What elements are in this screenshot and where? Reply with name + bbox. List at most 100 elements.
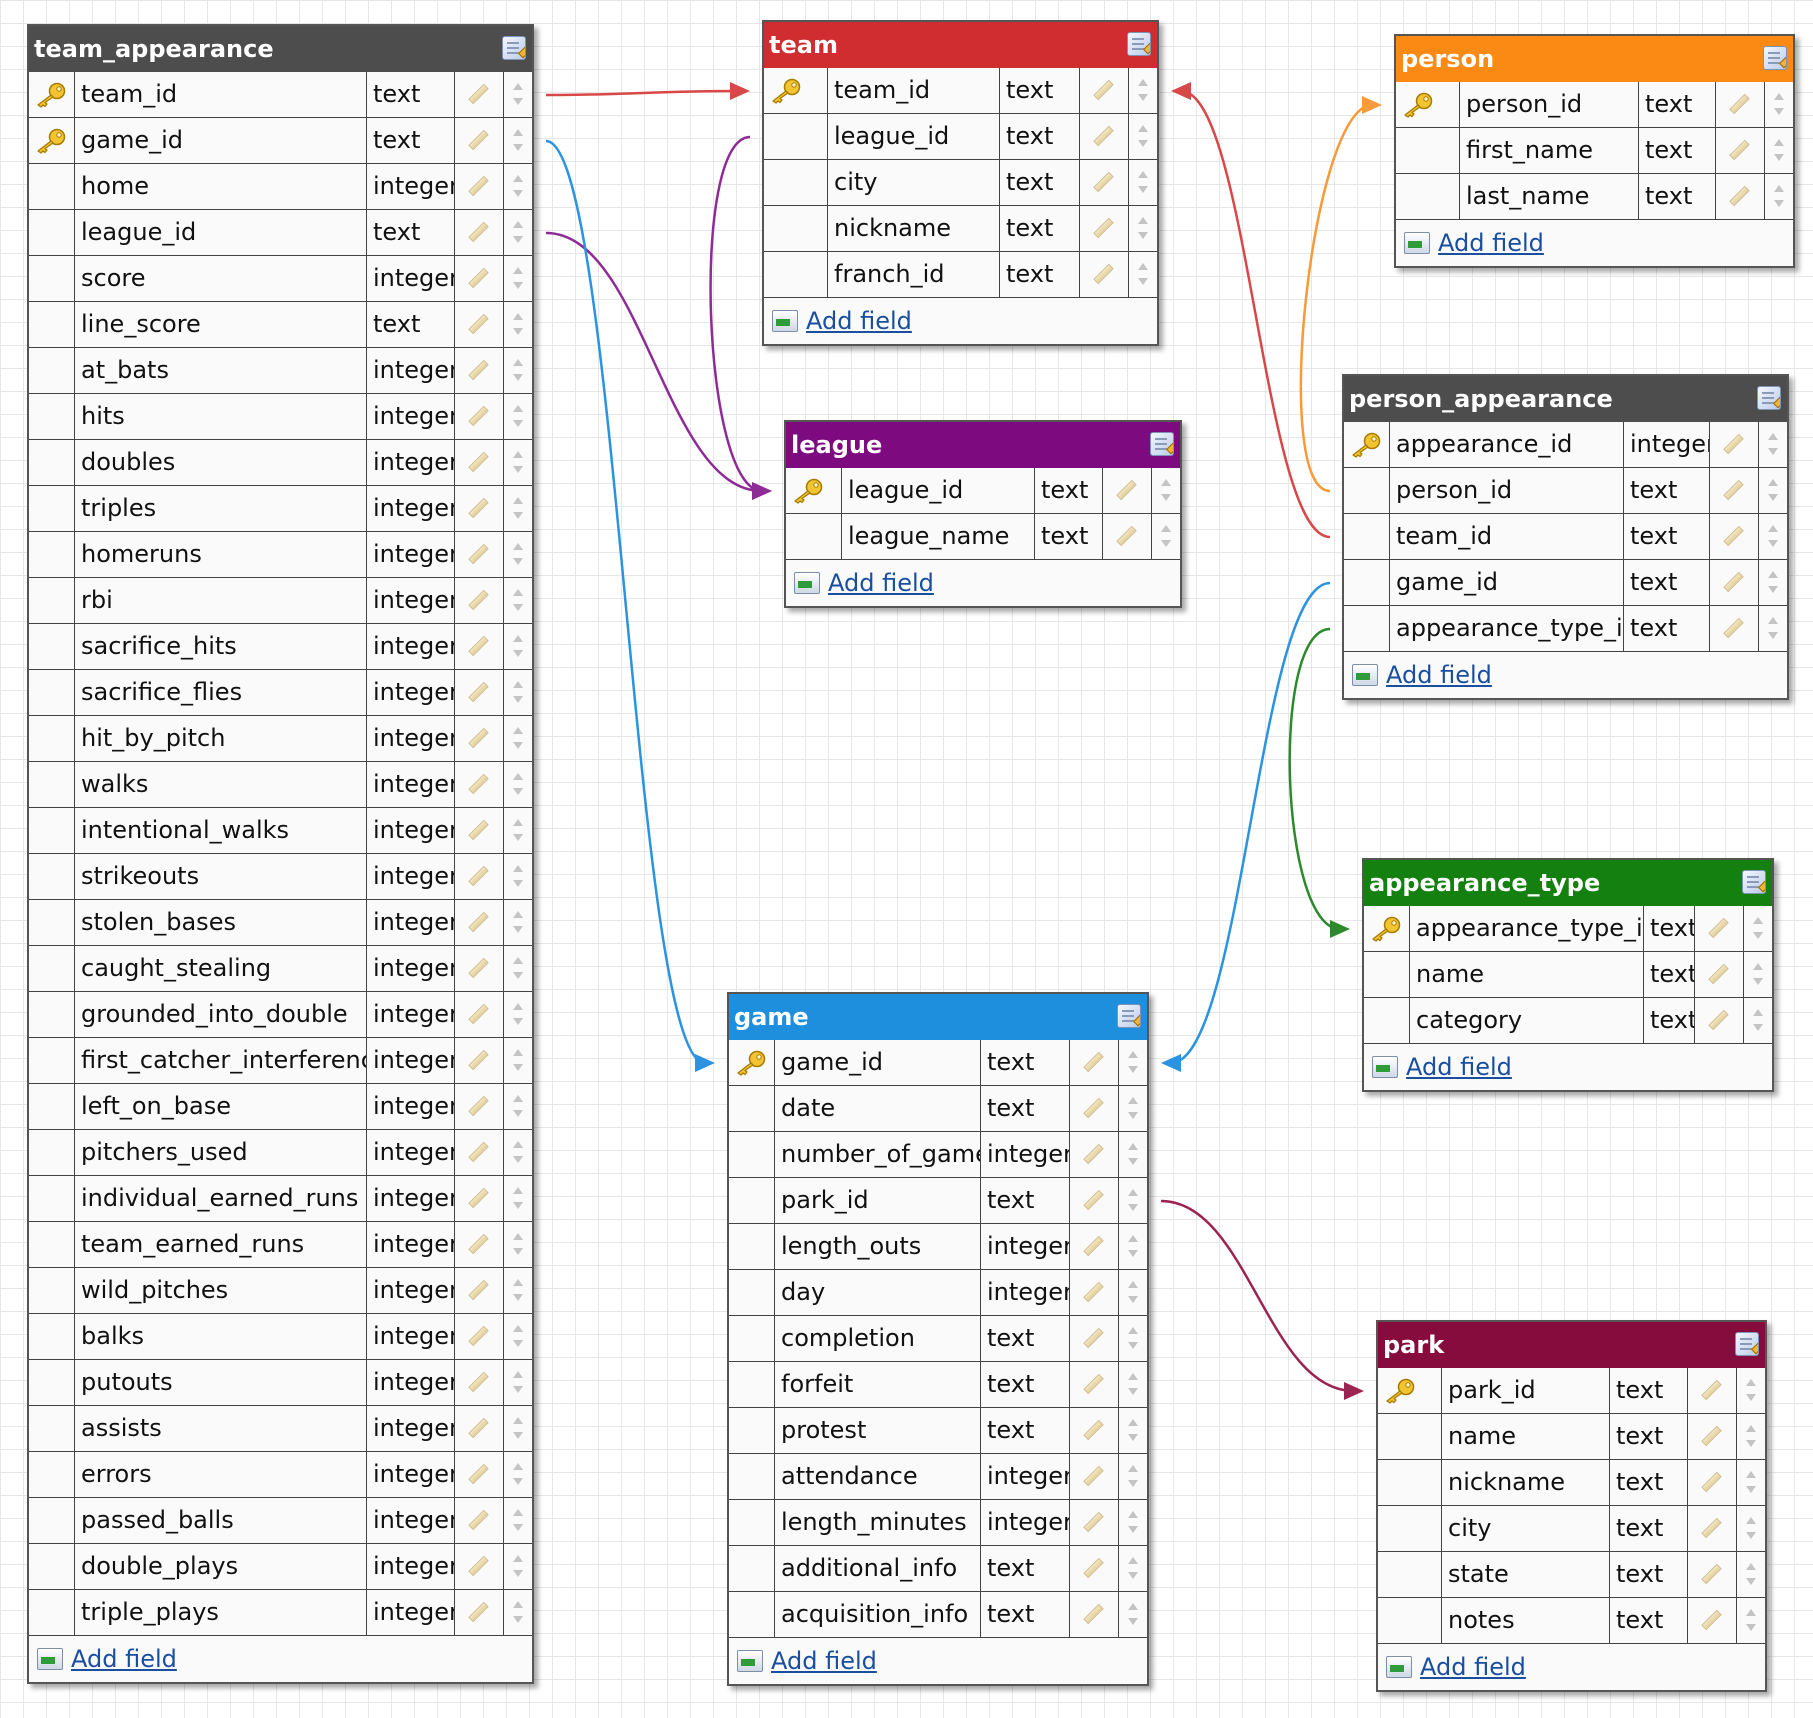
reorder-arrows-icon[interactable] — [510, 265, 526, 293]
edit-field-pencil-icon[interactable] — [468, 543, 489, 565]
reorder-arrows-icon[interactable] — [510, 1507, 526, 1535]
edit-field-pencil-icon[interactable] — [1701, 1471, 1722, 1493]
reorder-arrows-icon[interactable] — [510, 909, 526, 937]
edit-field-pencil-icon[interactable] — [1083, 1097, 1104, 1119]
add-field-link[interactable]: Add field — [1406, 1053, 1512, 1081]
reorder-arrows-icon[interactable] — [1158, 477, 1174, 505]
reorder-arrows-icon[interactable] — [1125, 1095, 1141, 1123]
edit-field-pencil-icon[interactable] — [468, 1049, 489, 1071]
reorder-arrows-icon[interactable] — [1135, 77, 1151, 105]
reorder-arrows-icon[interactable] — [510, 1001, 526, 1029]
edit-table-icon[interactable] — [1117, 1004, 1141, 1028]
edit-field-pencil-icon[interactable] — [468, 1233, 489, 1255]
edit-field-pencil-icon[interactable] — [468, 313, 489, 335]
edit-field-pencil-icon[interactable] — [468, 589, 489, 611]
reorder-arrows-icon[interactable] — [510, 1139, 526, 1167]
edit-field-pencil-icon[interactable] — [1723, 433, 1744, 455]
edit-field-pencil-icon[interactable] — [1116, 479, 1137, 501]
reorder-arrows-icon[interactable] — [510, 1553, 526, 1581]
reorder-arrows-icon[interactable] — [510, 219, 526, 247]
reorder-arrows-icon[interactable] — [510, 357, 526, 385]
edit-field-pencil-icon[interactable] — [468, 451, 489, 473]
reorder-arrows-icon[interactable] — [1135, 215, 1151, 243]
edit-field-pencil-icon[interactable] — [1729, 185, 1750, 207]
reorder-arrows-icon[interactable] — [1135, 169, 1151, 197]
reorder-arrows-icon[interactable] — [1771, 183, 1787, 211]
reorder-arrows-icon[interactable] — [510, 1185, 526, 1213]
edit-field-pencil-icon[interactable] — [1701, 1425, 1722, 1447]
edit-field-pencil-icon[interactable] — [1093, 125, 1114, 147]
edit-field-pencil-icon[interactable] — [1708, 963, 1729, 985]
reorder-arrows-icon[interactable] — [1125, 1555, 1141, 1583]
reorder-arrows-icon[interactable] — [1765, 431, 1781, 459]
edit-field-pencil-icon[interactable] — [1729, 139, 1750, 161]
edit-field-pencil-icon[interactable] — [1708, 917, 1729, 939]
edit-field-pencil-icon[interactable] — [1701, 1563, 1722, 1585]
edit-field-pencil-icon[interactable] — [1701, 1517, 1722, 1539]
edit-field-pencil-icon[interactable] — [1083, 1603, 1104, 1625]
edit-field-pencil-icon[interactable] — [468, 221, 489, 243]
edit-field-pencil-icon[interactable] — [1729, 93, 1750, 115]
add-field-icon[interactable] — [1386, 1656, 1412, 1678]
edit-table-icon[interactable] — [1757, 386, 1781, 410]
reorder-arrows-icon[interactable] — [1765, 477, 1781, 505]
edit-field-pencil-icon[interactable] — [468, 405, 489, 427]
add-field-link[interactable]: Add field — [771, 1647, 877, 1675]
reorder-arrows-icon[interactable] — [1158, 523, 1174, 551]
edit-field-pencil-icon[interactable] — [1083, 1419, 1104, 1441]
add-field-icon[interactable] — [1404, 232, 1430, 254]
edit-field-pencil-icon[interactable] — [1723, 571, 1744, 593]
edit-field-pencil-icon[interactable] — [1093, 171, 1114, 193]
edit-field-pencil-icon[interactable] — [1083, 1051, 1104, 1073]
add-field-icon[interactable] — [772, 310, 798, 332]
reorder-arrows-icon[interactable] — [510, 587, 526, 615]
reorder-arrows-icon[interactable] — [1125, 1049, 1141, 1077]
edit-field-pencil-icon[interactable] — [1083, 1557, 1104, 1579]
edit-field-pencil-icon[interactable] — [1093, 217, 1114, 239]
reorder-arrows-icon[interactable] — [1135, 261, 1151, 289]
edit-field-pencil-icon[interactable] — [468, 1003, 489, 1025]
edit-field-pencil-icon[interactable] — [468, 1417, 489, 1439]
reorder-arrows-icon[interactable] — [510, 403, 526, 431]
reorder-arrows-icon[interactable] — [510, 311, 526, 339]
reorder-arrows-icon[interactable] — [1125, 1463, 1141, 1491]
reorder-arrows-icon[interactable] — [1771, 91, 1787, 119]
reorder-arrows-icon[interactable] — [510, 771, 526, 799]
edit-field-pencil-icon[interactable] — [468, 1279, 489, 1301]
add-field-icon[interactable] — [37, 1648, 63, 1670]
edit-field-pencil-icon[interactable] — [468, 911, 489, 933]
reorder-arrows-icon[interactable] — [1125, 1371, 1141, 1399]
reorder-arrows-icon[interactable] — [510, 1323, 526, 1351]
edit-field-pencil-icon[interactable] — [1083, 1143, 1104, 1165]
reorder-arrows-icon[interactable] — [510, 1415, 526, 1443]
reorder-arrows-icon[interactable] — [510, 1599, 526, 1627]
add-field-link[interactable]: Add field — [1438, 229, 1544, 257]
edit-field-pencil-icon[interactable] — [468, 819, 489, 841]
reorder-arrows-icon[interactable] — [1125, 1509, 1141, 1537]
reorder-arrows-icon[interactable] — [1750, 1007, 1766, 1035]
edit-field-pencil-icon[interactable] — [1083, 1327, 1104, 1349]
add-field-link[interactable]: Add field — [71, 1645, 177, 1673]
reorder-arrows-icon[interactable] — [510, 541, 526, 569]
reorder-arrows-icon[interactable] — [510, 127, 526, 155]
edit-field-pencil-icon[interactable] — [1083, 1189, 1104, 1211]
edit-field-pencil-icon[interactable] — [1701, 1609, 1722, 1631]
edit-field-pencil-icon[interactable] — [468, 727, 489, 749]
reorder-arrows-icon[interactable] — [1743, 1607, 1759, 1635]
reorder-arrows-icon[interactable] — [510, 1369, 526, 1397]
reorder-arrows-icon[interactable] — [510, 1277, 526, 1305]
add-field-icon[interactable] — [1352, 664, 1378, 686]
edit-field-pencil-icon[interactable] — [1723, 479, 1744, 501]
edit-field-pencil-icon[interactable] — [468, 129, 489, 151]
edit-field-pencil-icon[interactable] — [468, 1095, 489, 1117]
reorder-arrows-icon[interactable] — [510, 1047, 526, 1075]
reorder-arrows-icon[interactable] — [510, 1231, 526, 1259]
edit-field-pencil-icon[interactable] — [468, 267, 489, 289]
reorder-arrows-icon[interactable] — [1125, 1187, 1141, 1215]
reorder-arrows-icon[interactable] — [1125, 1601, 1141, 1629]
edit-field-pencil-icon[interactable] — [1116, 525, 1137, 547]
edit-field-pencil-icon[interactable] — [468, 635, 489, 657]
reorder-arrows-icon[interactable] — [510, 173, 526, 201]
edit-field-pencil-icon[interactable] — [1083, 1511, 1104, 1533]
edit-field-pencil-icon[interactable] — [468, 1463, 489, 1485]
